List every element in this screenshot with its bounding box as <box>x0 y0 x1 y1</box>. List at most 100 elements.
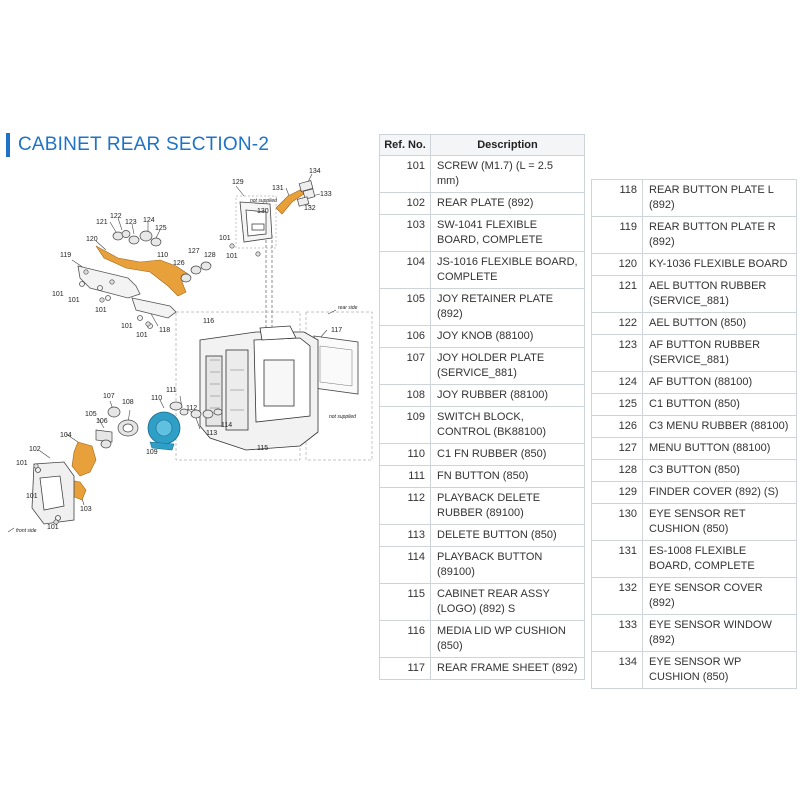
part-description: AF BUTTON (88100) <box>642 371 797 394</box>
column-header-ref: Ref. No. <box>379 134 431 156</box>
section-title: CABINET REAR SECTION-2 <box>6 133 269 157</box>
part-description: REAR BUTTON PLATE L (892) <box>642 179 797 217</box>
ref-number: 124 <box>591 371 643 394</box>
ref-number: 101 <box>379 155 431 193</box>
part-description: AF BUTTON RUBBER (SERVICE_881) <box>642 334 797 372</box>
callout-130: 130 <box>257 208 269 215</box>
ref-number: 103 <box>379 214 431 252</box>
ref-number: 134 <box>591 651 643 689</box>
part-description: REAR FRAME SHEET (892) <box>430 657 585 680</box>
callout-112: 112 <box>186 405 197 412</box>
callout-129: 129 <box>232 179 244 186</box>
callout-101h: 101 <box>16 460 28 467</box>
callout-126: 126 <box>173 260 185 267</box>
callout-123: 123 <box>125 219 137 226</box>
callout-113: 113 <box>206 430 217 437</box>
callout-101f: 101 <box>219 235 231 242</box>
callout-134: 134 <box>309 168 321 175</box>
part-description: FN BUTTON (850) <box>430 465 585 488</box>
ref-number: 111 <box>379 465 431 488</box>
callout-127: 127 <box>188 248 200 255</box>
part-description: SWITCH BLOCK, CONTROL (BK88100) <box>430 406 585 444</box>
callout-115: 115 <box>257 445 268 452</box>
ref-number: 106 <box>379 325 431 348</box>
ref-number: 104 <box>379 251 431 289</box>
callout-131: 131 <box>272 185 284 192</box>
callout-114: 114 <box>221 422 232 429</box>
part-description: C1 FN RUBBER (850) <box>430 443 585 466</box>
column-header-description: Description <box>430 134 585 156</box>
ref-number: 121 <box>591 275 643 313</box>
part-description: SW-1041 FLEXIBLE BOARD, COMPLETE <box>430 214 585 252</box>
ref-number: 126 <box>591 415 643 438</box>
callout-117: 117 <box>331 327 342 334</box>
ref-number: 114 <box>379 546 431 584</box>
ref-number: 108 <box>379 384 431 407</box>
part-description: AEL BUTTON (850) <box>642 312 797 335</box>
callout-121: 121 <box>96 219 108 226</box>
ref-number: 119 <box>591 216 643 254</box>
callout-101a: 101 <box>52 291 64 298</box>
callout-101b: 101 <box>68 297 80 304</box>
part-description: JOY KNOB (88100) <box>430 325 585 348</box>
callout-101i: 101 <box>26 493 38 500</box>
callout-101d: 101 <box>121 323 133 330</box>
ref-number: 120 <box>591 253 643 276</box>
part-description: KY-1036 FLEXIBLE BOARD <box>642 253 797 276</box>
part-description: C3 BUTTON (850) <box>642 459 797 482</box>
ref-number: 105 <box>379 288 431 326</box>
callout-108: 108 <box>122 399 134 406</box>
part-description: EYE SENSOR RET CUSHION (850) <box>642 503 797 541</box>
part-description: EYE SENSOR WINDOW (892) <box>642 614 797 652</box>
callout-107: 107 <box>103 393 115 400</box>
callout-124: 124 <box>143 217 155 224</box>
note-front-side: front side <box>16 528 37 534</box>
callout-111: 111 <box>166 387 177 394</box>
part-description: REAR PLATE (892) <box>430 192 585 215</box>
part-description: PLAYBACK DELETE RUBBER (89100) <box>430 487 585 525</box>
callout-116: 116 <box>203 318 214 325</box>
note-not-supplied-1: not supplied <box>250 198 277 204</box>
note-not-supplied-2: not supplied <box>329 414 356 420</box>
callout-102: 102 <box>29 446 41 453</box>
callout-122: 122 <box>110 213 122 220</box>
callout-101e: 101 <box>136 332 148 339</box>
callout-103: 103 <box>80 506 92 513</box>
ref-number: 109 <box>379 406 431 444</box>
ref-number: 132 <box>591 577 643 615</box>
ref-number: 113 <box>379 524 431 547</box>
ref-number: 116 <box>379 620 431 658</box>
callout-101g: 101 <box>226 253 238 260</box>
part-description: MEDIA LID WP CUSHION (850) <box>430 620 585 658</box>
callout-128: 128 <box>204 252 216 259</box>
ref-number: 118 <box>591 179 643 217</box>
part-description: JOY RETAINER PLATE (892) <box>430 288 585 326</box>
callout-125: 125 <box>155 225 167 232</box>
part-description: CABINET REAR ASSY (LOGO) (892) S <box>430 583 585 621</box>
note-rear-side: rear side <box>338 305 358 311</box>
part-description: MENU BUTTON (88100) <box>642 437 797 460</box>
part-description: EYE SENSOR COVER (892) <box>642 577 797 615</box>
switch-block-109 <box>147 411 181 451</box>
ref-number: 133 <box>591 614 643 652</box>
callout-101c: 101 <box>95 307 107 314</box>
